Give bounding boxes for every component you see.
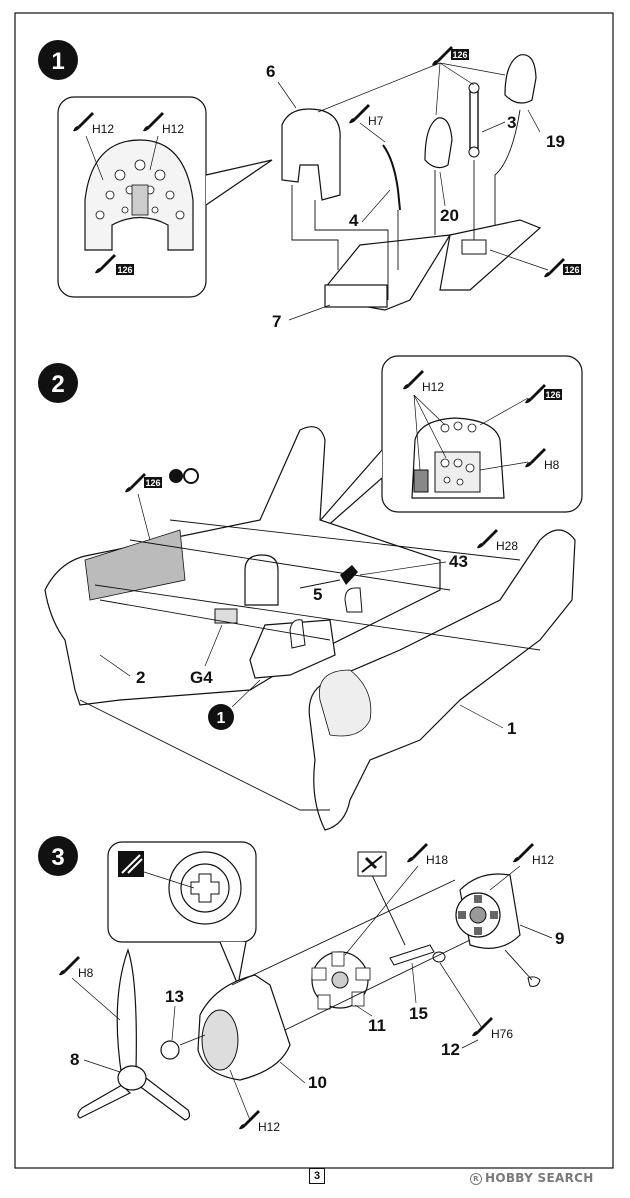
part-7-floor-plate bbox=[324, 284, 388, 308]
step-1-ref-marker bbox=[208, 704, 234, 730]
part-label-7: 7 bbox=[272, 312, 281, 331]
part-12 bbox=[432, 951, 446, 963]
glossy-icon bbox=[169, 469, 183, 483]
color-h8: H8 bbox=[78, 966, 94, 980]
step-2: 2 H12 126 H8 bbox=[38, 355, 583, 831]
step-1-marker bbox=[38, 40, 78, 80]
part-label-15: 15 bbox=[409, 1004, 428, 1023]
step-1-number: 1 bbox=[51, 48, 64, 75]
part-label-1: 1 bbox=[507, 719, 516, 738]
color-h12: H12 bbox=[258, 1120, 280, 1134]
color-h8: H8 bbox=[544, 458, 560, 472]
part-19-seat bbox=[504, 54, 537, 104]
part-G4 bbox=[214, 608, 238, 624]
color-h7: H7 bbox=[368, 114, 384, 128]
step-3: 3 bbox=[38, 836, 564, 1134]
part-8-propeller bbox=[77, 948, 191, 1121]
part-label-9: 9 bbox=[555, 929, 564, 948]
part-6-bulkhead bbox=[281, 108, 341, 201]
part-label-19: 19 bbox=[546, 132, 565, 151]
step-3-marker bbox=[38, 836, 78, 876]
color-126: 126 bbox=[564, 265, 579, 275]
color-h12: H12 bbox=[162, 122, 184, 136]
part-label-G4: G4 bbox=[190, 668, 213, 687]
registered-icon: R bbox=[470, 1172, 482, 1185]
step-2-marker bbox=[38, 363, 78, 403]
part-label-11: 11 bbox=[368, 1016, 386, 1035]
color-h28: H28 bbox=[496, 539, 518, 553]
part-label-8: 8 bbox=[70, 1050, 79, 1069]
part-4-control-stick bbox=[382, 144, 401, 211]
part-label-5: 5 bbox=[313, 585, 322, 604]
part-label-2: 2 bbox=[136, 668, 145, 687]
part-5 bbox=[244, 554, 279, 606]
flat-icon bbox=[183, 468, 199, 484]
inset-callout bbox=[205, 159, 273, 206]
part-2-fuselage-half bbox=[44, 426, 441, 706]
step-2-number: 2 bbox=[51, 371, 64, 398]
part-3-rudder-pedal bbox=[469, 85, 479, 150]
color-126: 126 bbox=[145, 478, 160, 488]
color-126: 126 bbox=[117, 265, 132, 275]
part-label-3: 3 bbox=[507, 113, 516, 132]
watermark-text: HOBBY SEARCH bbox=[485, 1171, 594, 1185]
color-126: 126 bbox=[545, 390, 560, 400]
part-label-4: 4 bbox=[349, 211, 359, 230]
part-label-12: 12 bbox=[441, 1040, 460, 1059]
step-3-number: 3 bbox=[51, 844, 64, 871]
part-15-shaft bbox=[389, 944, 435, 966]
part-label-6: 6 bbox=[266, 62, 275, 81]
part-label-13: 13 bbox=[165, 987, 184, 1006]
color-h12: H12 bbox=[422, 380, 444, 394]
part-label-10: 10 bbox=[308, 1073, 327, 1092]
color-h76: H76 bbox=[491, 1027, 513, 1041]
color-h18: H18 bbox=[426, 853, 448, 867]
part-9 bbox=[455, 873, 521, 949]
page-number: 3 bbox=[309, 1168, 325, 1184]
part-label-43: 43 bbox=[449, 552, 468, 571]
step-1-ref: 1 bbox=[217, 710, 226, 727]
part-43 bbox=[340, 565, 358, 585]
step-1: 1 H12 H12 126 bbox=[38, 40, 581, 331]
part-label-20: 20 bbox=[440, 206, 459, 225]
color-126: 126 bbox=[452, 50, 467, 60]
color-h12: H12 bbox=[92, 122, 114, 136]
part-20-seat bbox=[424, 117, 453, 169]
color-h12: H12 bbox=[532, 853, 554, 867]
part-13-spinner bbox=[160, 1040, 180, 1060]
part-11-engine bbox=[311, 951, 371, 1010]
